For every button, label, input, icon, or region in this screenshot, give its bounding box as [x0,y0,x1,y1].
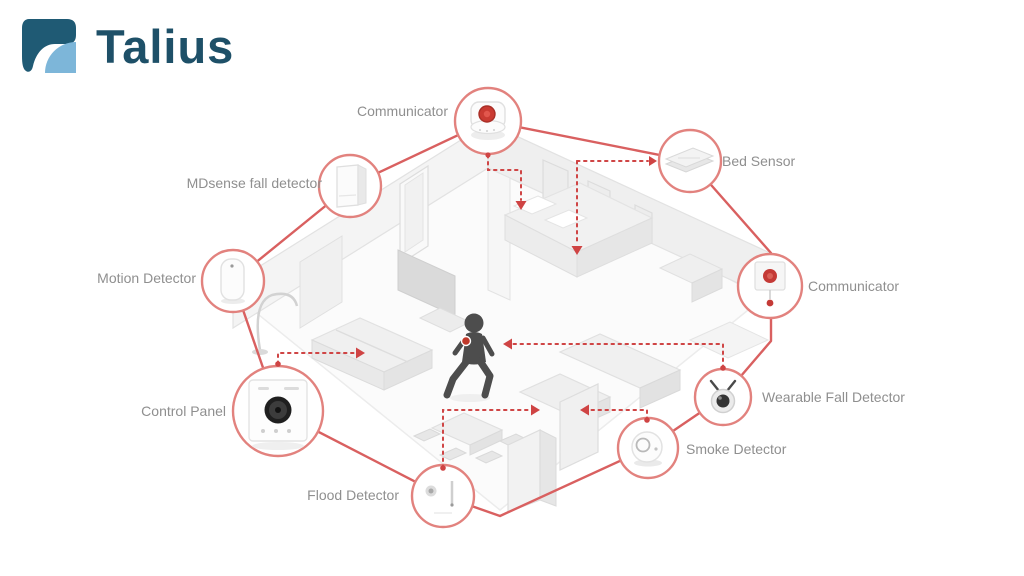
pendant-icon [709,379,737,414]
label-flood-detector: Flood Detector [307,487,399,503]
tv [397,249,472,333]
wall-box-sensor-icon [336,164,367,208]
bed [503,182,654,278]
label-control-panel: Control Panel [141,403,226,419]
signal-arrowheads [275,152,726,471]
smoke-detector-icon [631,431,663,467]
bed-sensor-pad-icon [664,147,715,173]
motion-sensor-icon [220,258,245,304]
talius-logo-icon [22,19,76,73]
dining-set [412,412,528,464]
label-bed-sensor: Bed Sensor [722,153,796,169]
kitchen [507,333,682,513]
label-wearable-fall-detector: Wearable Fall Detector [762,389,905,405]
interior-wall [487,167,511,301]
talius-logo: Talius [16,14,234,78]
label-motion-detector: Motion Detector [97,270,196,286]
worn-pendant-dot [460,335,472,347]
label-smoke-detector: Smoke Detector [686,441,787,457]
brand-name: Talius [96,19,235,73]
bathroom-fixture [688,321,770,359]
label-communicator-top: Communicator [356,103,448,119]
label-communicator-right: Communicator [808,278,900,294]
flood-probe-icon [425,481,454,514]
signal-arrows [277,154,724,469]
control-panel-speaker-icon [248,379,308,450]
floor-plan [232,121,770,513]
wall-button-communicator-icon [754,261,786,307]
flood-detector-circle [410,463,476,529]
dresser [658,253,724,303]
ceiling-communicator-icon [470,101,506,140]
walking-person-icon [443,313,495,402]
label-mdsense-fall-detector: MDsense fall detector [186,175,322,191]
window [299,235,343,329]
